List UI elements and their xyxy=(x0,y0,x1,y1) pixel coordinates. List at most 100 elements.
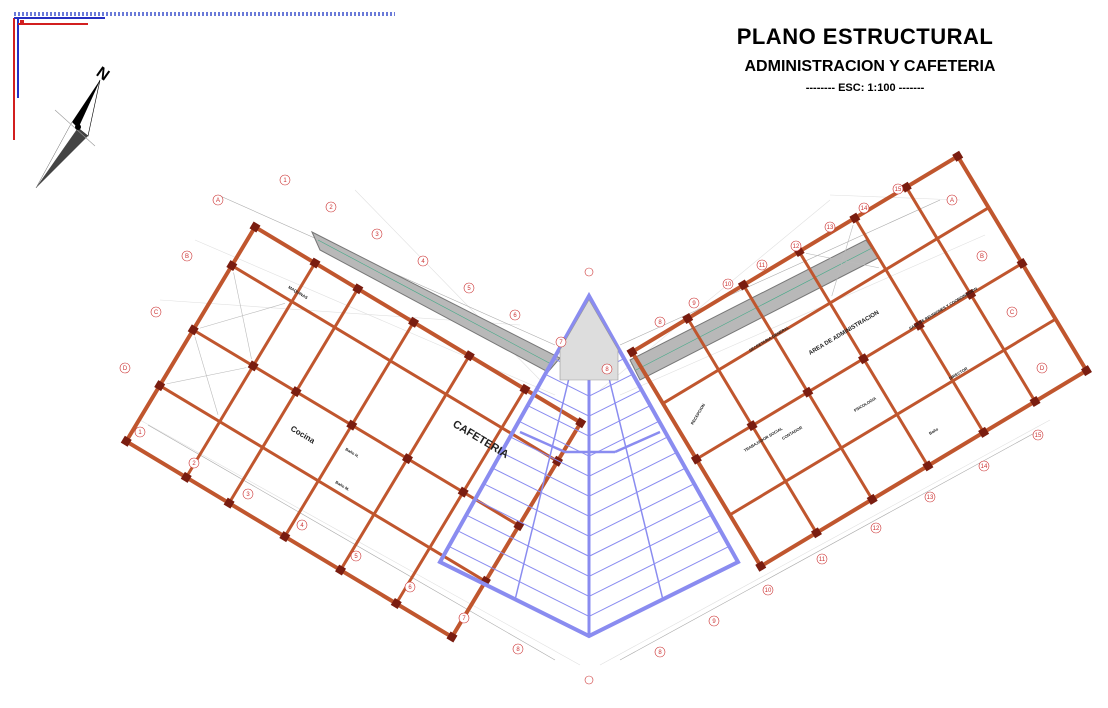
axis-bubble-right-4 xyxy=(870,522,882,534)
axis-bubble-top-right-6-label: 14 xyxy=(861,206,868,212)
plan-title: PLANO ESTRUCTURAL xyxy=(736,24,994,49)
title-block: PLANO ESTRUCTURAL ADMINISTRACION Y CAFET… xyxy=(690,24,1050,94)
axis-bubble-top-left-5-label: 6 xyxy=(513,313,517,319)
axis-bubble-letter-left-2-label: C xyxy=(154,310,159,316)
axis-bubble-right-1 xyxy=(708,615,720,627)
room-cocina: Cocina xyxy=(289,424,317,446)
axis-bubble-right-3 xyxy=(816,553,828,565)
plan-subtitle: ADMINISTRACION Y CAFETERIA xyxy=(744,58,996,75)
axis-bubble-top-left-0 xyxy=(279,174,291,186)
axis-bubble-left-4-label: 5 xyxy=(354,554,358,560)
room-psicologia: PSICOLOGIA xyxy=(853,396,877,413)
axis-bubble-top-left-3 xyxy=(417,255,429,267)
room-maquinas: MAQUINAS xyxy=(287,285,309,301)
axis-bubble-left-1 xyxy=(188,457,200,469)
axis-bubble-right-2 xyxy=(762,584,774,596)
central-roof-structure xyxy=(437,267,741,685)
axis-bubble-right-7-label: 15 xyxy=(1035,433,1042,439)
axis-bubble-left-0-label: 1 xyxy=(138,430,142,436)
room-recepcion: RECEPCION xyxy=(690,402,707,425)
axis-bubble-letter-left-0-label: A xyxy=(216,198,220,204)
axis-bubble-top-right-3-label: 11 xyxy=(759,263,766,269)
axis-bubble-right-6-label: 14 xyxy=(981,464,988,470)
axis-bubble-top-left-1 xyxy=(325,201,337,213)
axis-bubble-top-left-5 xyxy=(509,309,521,321)
axis-bubble-left-7 xyxy=(512,643,524,655)
axis-bubble-letter-left-1 xyxy=(181,250,193,262)
corner-stamp xyxy=(13,12,395,140)
axis-bubble-top-right-7 xyxy=(892,183,904,195)
axis-bubble-left-5-label: 6 xyxy=(408,585,412,591)
axis-bubble-left-2 xyxy=(242,488,254,500)
axis-bubble-top-right-4-label: 12 xyxy=(793,244,800,250)
axis-bubble-right-6 xyxy=(978,460,990,472)
axis-bubble-top-right-7-label: 15 xyxy=(895,187,902,193)
room-trabajador-social: TRABAJADOR SOCIAL xyxy=(743,426,784,453)
axis-bubble-top-right-3 xyxy=(756,259,768,271)
axis-bubble-top-left-4-label: 5 xyxy=(467,286,471,292)
axis-bubble-top-left-6-label: 7 xyxy=(559,340,563,346)
axis-bubble-letter-right-1 xyxy=(976,250,988,262)
axis-bubble-left-6 xyxy=(458,612,470,624)
axis-bubble-left-5 xyxy=(404,581,416,593)
axis-bubble-top-right-2-label: 10 xyxy=(725,282,732,288)
room-sala-reuniones: SALA DE REUNIONES Y COORDINACION xyxy=(908,286,978,331)
left-wing-frame xyxy=(120,221,587,643)
axis-bubble-left-4 xyxy=(350,550,362,562)
axis-bubble-letter-right-0-label: A xyxy=(950,198,954,204)
axis-bubble-letter-right-3-label: D xyxy=(1040,366,1045,372)
axis-bubble-left-2-label: 3 xyxy=(246,492,250,498)
axis-bubble-left-3-label: 4 xyxy=(300,523,304,529)
axis-bubble-top-right-1 xyxy=(688,297,700,309)
axis-bubble-right-4-label: 12 xyxy=(873,526,880,532)
axis-bubble-top-left-1-label: 2 xyxy=(329,205,333,211)
axis-bubble-left-6-label: 7 xyxy=(462,616,466,622)
axis-bubble-left-1-label: 2 xyxy=(192,461,196,467)
axis-bubble-right-5-label: 13 xyxy=(927,495,934,501)
axis-bubble-letter-right-1-label: B xyxy=(980,254,984,260)
room-administracion: AREA DE ADMINISTRACION xyxy=(808,310,880,357)
axis-bubble-top-left-2 xyxy=(371,228,383,240)
axis-bubble-letter-right-2-label: C xyxy=(1010,310,1015,316)
axis-bubble-top-right-4 xyxy=(790,240,802,252)
room-bano-h: Baño H. xyxy=(344,447,360,459)
axis-bubble-left-7-label: 8 xyxy=(516,647,520,653)
axis-bubble-right-7 xyxy=(1032,429,1044,441)
axis-bubble-letter-left-2 xyxy=(150,306,162,318)
room-bano-m: Baño M. xyxy=(334,480,350,492)
axis-bubble-top-left-2-label: 3 xyxy=(375,232,379,238)
axis-bubble-right-1-label: 9 xyxy=(712,619,716,625)
axis-bubble-top-left-7 xyxy=(601,363,613,375)
room-labels: CAFETERIA Cocina Baño H. Baño M. MAQUINA… xyxy=(287,285,978,492)
room-bano: Baño xyxy=(928,426,940,436)
axis-bubble-top-right-2 xyxy=(722,278,734,290)
axis-bubble-top-right-5 xyxy=(824,221,836,233)
axis-bubble-top-right-6 xyxy=(858,202,870,214)
axis-bubble-letter-right-2 xyxy=(1006,306,1018,318)
grid-axis-bubbles: 1122334455667788889910101111121213131414… xyxy=(119,174,1048,658)
axis-bubble-top-right-1-label: 9 xyxy=(692,301,696,307)
north-label: N xyxy=(93,64,112,85)
axis-bubble-letter-left-0 xyxy=(212,194,224,206)
axis-bubble-left-0 xyxy=(134,426,146,438)
axis-bubble-top-left-6 xyxy=(555,336,567,348)
axis-bubble-top-right-5-label: 13 xyxy=(827,225,834,231)
room-contador: CONTADOR xyxy=(781,425,803,441)
plan-scale: -------- ESC: 1:100 ------- xyxy=(805,82,925,94)
axis-bubble-right-5 xyxy=(924,491,936,503)
axis-bubble-letter-left-1-label: B xyxy=(185,254,189,260)
axis-bubble-right-2-label: 10 xyxy=(765,588,772,594)
axis-bubble-right-0 xyxy=(654,646,666,658)
axis-bubble-letter-right-3 xyxy=(1036,362,1048,374)
axis-bubble-letter-left-3 xyxy=(119,362,131,374)
axis-bubble-top-left-7-label: 8 xyxy=(605,367,609,373)
axis-bubble-top-left-4 xyxy=(463,282,475,294)
axis-bubble-right-3-label: 11 xyxy=(819,557,826,563)
axis-bubble-top-right-0 xyxy=(654,316,666,328)
north-arrow-icon: N xyxy=(35,64,112,189)
axis-bubble-letter-right-0 xyxy=(946,194,958,206)
axis-bubble-top-left-0-label: 1 xyxy=(283,178,287,184)
room-cafeteria: CAFETERIA xyxy=(450,418,510,461)
axis-bubble-top-right-0-label: 8 xyxy=(658,320,662,326)
